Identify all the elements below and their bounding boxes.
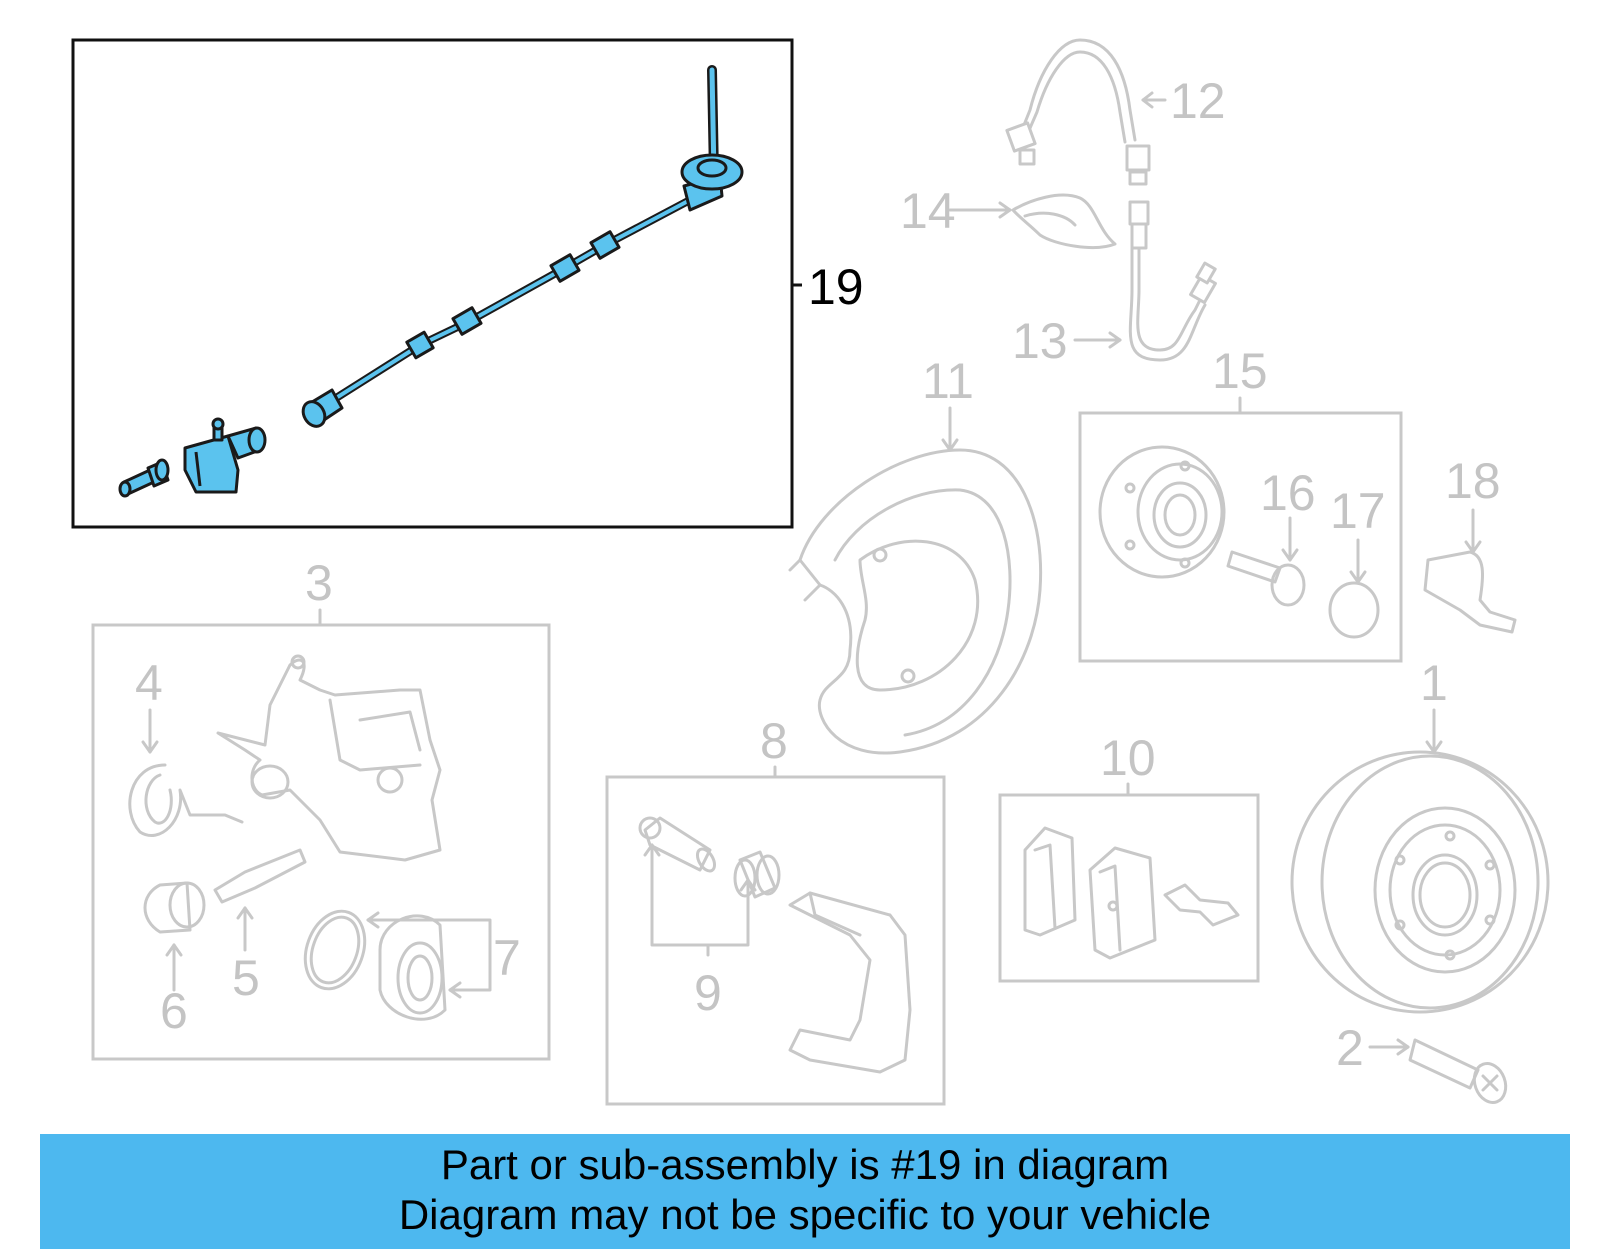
sensor-connector xyxy=(301,388,344,428)
sensor-bolt xyxy=(118,458,170,498)
part-15-hub-assembly[interactable]: 15 16 17 xyxy=(1078,343,1403,663)
banner-line-1: Part or sub-assembly is #19 in diagram xyxy=(440,1141,1170,1188)
cable-clip xyxy=(405,330,435,360)
part-14-bracket[interactable]: 14 xyxy=(900,183,1117,249)
callout-16: 16 xyxy=(1260,465,1316,521)
part-8-caliper-bracket[interactable]: 8 9 xyxy=(605,713,946,1106)
callout-2: 2 xyxy=(1336,1020,1364,1076)
callout-13: 13 xyxy=(1012,313,1068,369)
part-11-dust-shield[interactable]: 11 xyxy=(788,353,1043,755)
callout-10: 10 xyxy=(1100,730,1156,786)
callout-8: 8 xyxy=(760,713,788,769)
part-19-group[interactable]: 19 xyxy=(71,38,864,529)
sensor-cable xyxy=(321,65,719,409)
callout-11: 11 xyxy=(922,353,974,409)
part-18-clip[interactable]: 18 xyxy=(1423,453,1517,634)
part-10-brake-pads[interactable]: 10 xyxy=(998,730,1260,983)
cable-clip xyxy=(451,306,483,336)
part-3-caliper-assembly[interactable]: 3 4 5 6 7 xyxy=(91,555,551,1061)
info-banner: Part or sub-assembly is #19 in diagram D… xyxy=(40,1134,1570,1249)
callout-5: 5 xyxy=(232,950,260,1006)
part-1-brake-rotor[interactable]: 1 xyxy=(1290,655,1550,1014)
callout-14: 14 xyxy=(900,183,956,239)
callout-15: 15 xyxy=(1212,343,1268,399)
sensor-grommet xyxy=(680,153,744,212)
callout-4: 4 xyxy=(135,655,163,711)
sensor-body xyxy=(183,417,267,494)
callout-17: 17 xyxy=(1330,483,1386,539)
callout-18: 18 xyxy=(1445,453,1501,509)
callout-1: 1 xyxy=(1420,655,1448,711)
part-13-brake-line[interactable]: 13 xyxy=(1012,200,1217,369)
part-2-rotor-screw[interactable]: 2 xyxy=(1336,1020,1511,1107)
callout-19: 19 xyxy=(808,259,864,315)
part-12-brake-hose[interactable]: 12 xyxy=(1005,38,1226,186)
cable-clip xyxy=(589,230,621,260)
callout-7: 7 xyxy=(493,930,521,986)
callout-3: 3 xyxy=(305,555,333,611)
part-19-box xyxy=(71,38,794,529)
cable-clip xyxy=(549,253,581,283)
callout-12: 12 xyxy=(1170,73,1226,129)
banner-line-2: Diagram may not be specific to your vehi… xyxy=(398,1191,1212,1238)
callout-6: 6 xyxy=(160,983,188,1039)
callout-9: 9 xyxy=(694,965,722,1021)
